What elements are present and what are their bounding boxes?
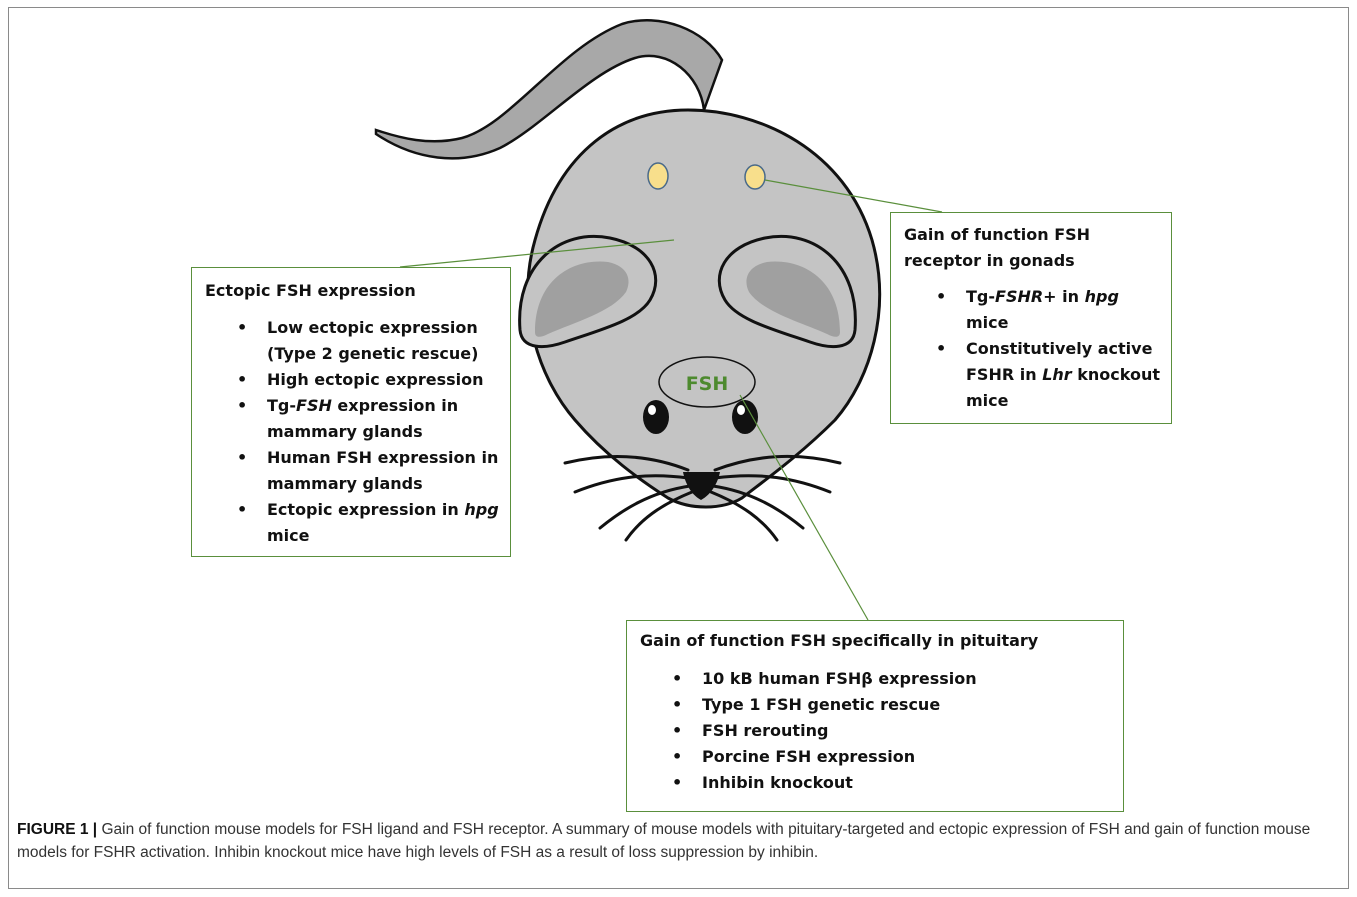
gonad-receptor-box: Gain of function FSH receptor in gonads … bbox=[890, 212, 1172, 424]
ectopic-fsh-box: Ectopic FSH expression Low ectopic expre… bbox=[191, 267, 511, 557]
figure-caption: FIGURE 1 | Gain of function mouse models… bbox=[17, 818, 1342, 864]
caption-text: Gain of function mouse models for FSH li… bbox=[17, 821, 1310, 861]
list-item: 10 kB human FSHβ expression bbox=[702, 666, 1113, 692]
pituitary-list: 10 kB human FSHβ expression Type 1 FSH g… bbox=[702, 666, 1113, 796]
eye-right bbox=[732, 400, 758, 434]
list-item: FSH rerouting bbox=[702, 718, 1113, 744]
caption-label: FIGURE 1 | bbox=[17, 821, 97, 838]
list-item: High ectopic expression bbox=[267, 367, 500, 393]
gonad-right bbox=[745, 165, 765, 189]
list-item: Porcine FSH expression bbox=[702, 744, 1113, 770]
pituitary-box: Gain of function FSH specifically in pit… bbox=[626, 620, 1124, 812]
ectopic-list: Low ectopic expression (Type 2 genetic r… bbox=[267, 315, 500, 549]
ectopic-title: Ectopic FSH expression bbox=[205, 278, 500, 304]
list-item: Inhibin knockout bbox=[702, 770, 1113, 796]
receptor-list: Tg-FSHR+ in hpg mice Constitutively acti… bbox=[966, 284, 1161, 414]
pituitary-title: Gain of function FSH specifically in pit… bbox=[640, 628, 1113, 654]
list-item: Tg-FSHR+ in hpg mice bbox=[966, 284, 1161, 336]
list-item: Human FSH expression in mammary glands bbox=[267, 445, 500, 497]
list-item: Low ectopic expression (Type 2 genetic r… bbox=[267, 315, 500, 367]
list-item: Type 1 FSH genetic rescue bbox=[702, 692, 1113, 718]
fsh-label: FSH bbox=[686, 373, 729, 395]
list-item: Tg-FSH expression in mammary glands bbox=[267, 393, 500, 445]
list-item: Constitutively active FSHR in Lhr knocko… bbox=[966, 336, 1161, 414]
list-item: Ectopic expression in hpg mice bbox=[267, 497, 500, 549]
gonad-left bbox=[648, 163, 668, 189]
receptor-title: Gain of function FSH receptor in gonads bbox=[904, 222, 1161, 274]
eye-left bbox=[643, 400, 669, 434]
